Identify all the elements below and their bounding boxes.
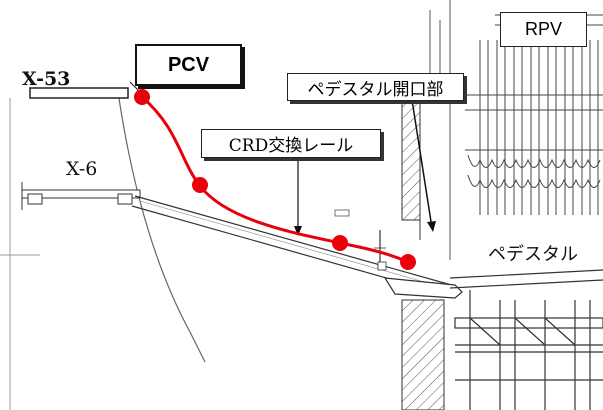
pedestal-wall: [401, 94, 445, 410]
opening-leader-line: [411, 99, 433, 229]
route-point-2: [192, 177, 208, 193]
rail-platform: [383, 277, 463, 299]
pedestal-label: ペデスタル: [488, 244, 578, 265]
route-point-3: [332, 235, 348, 251]
pcv-wall-curve: [117, 91, 206, 363]
pedestal-opening-label: ペデスタル開口部: [287, 73, 464, 101]
investigation-route: [141, 95, 409, 264]
x53-label: X-53: [22, 68, 71, 90]
pedestal-platform-structure: [449, 269, 603, 410]
route-point-1: [134, 89, 150, 105]
x6-label: X-6: [66, 158, 98, 180]
x53-penetration: [29, 87, 129, 99]
pcv-label: PCV: [135, 44, 242, 86]
rpv-label: RPV: [500, 12, 587, 47]
crd-rail-label: CRD交換レール: [201, 129, 381, 158]
route-point-4: [400, 254, 416, 270]
